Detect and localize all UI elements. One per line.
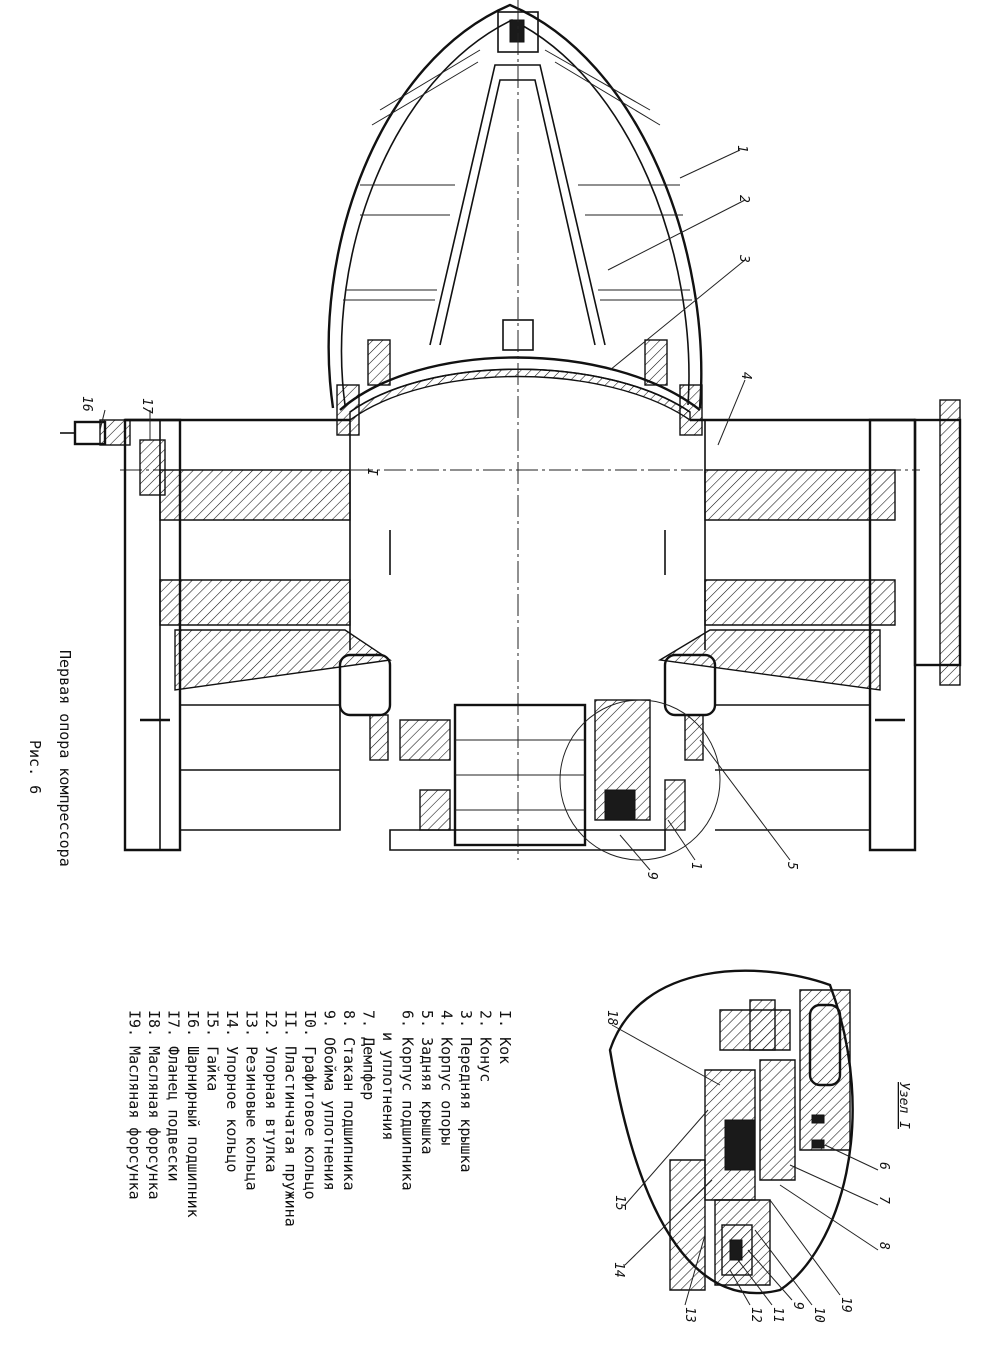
detail-circle bbox=[559, 699, 721, 861]
section-mark: I bbox=[364, 468, 379, 476]
nose-cone bbox=[327, 3, 703, 436]
legend-item: I7. Фланец подвески bbox=[165, 1010, 183, 1182]
legend-item: II. Пластинчатая пружина bbox=[282, 1010, 300, 1227]
detail-title: Узел I bbox=[896, 1082, 911, 1129]
legend-item: 6. Корпус подшипника bbox=[399, 1010, 417, 1191]
legend-item: I3. Резиновые кольца bbox=[243, 1010, 261, 1191]
detail-callout-8: 8 bbox=[876, 1242, 891, 1250]
legend-item: и уплотнения bbox=[379, 1032, 397, 1140]
legend-item: 9. Обойма уплотнения bbox=[321, 1010, 339, 1191]
callout-17: 17 bbox=[139, 398, 154, 414]
legend-item: 4. Корпус опоры bbox=[438, 1010, 456, 1145]
figure-number: Рис. 6 bbox=[26, 740, 44, 794]
legend-item: I. Кок bbox=[496, 1010, 514, 1064]
legend-item: 8. Стакан подшипника bbox=[340, 1010, 358, 1191]
main-leaders bbox=[99, 149, 791, 871]
legend-item: I2. Упорная втулка bbox=[262, 1010, 280, 1173]
legend-item: 2. Конус bbox=[477, 1010, 495, 1082]
legend-item: I0. Графитовое кольцо bbox=[301, 1010, 319, 1200]
detail-callout-18: 18 bbox=[604, 1010, 619, 1026]
callout-5: 5 bbox=[784, 862, 799, 870]
bearing-region bbox=[389, 699, 721, 861]
detail-callout-15: 15 bbox=[612, 1195, 627, 1211]
detail-callout-14: 14 bbox=[611, 1262, 626, 1278]
callout-1: 1 bbox=[734, 145, 749, 153]
detail-callout-7: 7 bbox=[876, 1196, 891, 1204]
detail-callout-6: 6 bbox=[876, 1162, 891, 1170]
legend-item: I8. Масляная форсунка bbox=[145, 1010, 163, 1200]
legend-item: 3. Передняя крышка bbox=[457, 1010, 475, 1173]
legend-item: I9. Масляная форсунка bbox=[126, 1010, 144, 1200]
detail-callout-13: 13 bbox=[682, 1307, 697, 1323]
callout-1b: 1 bbox=[688, 862, 703, 870]
detail-callout-10: 10 bbox=[811, 1307, 826, 1323]
detail-view: Узел I 18 6 7 8 bbox=[604, 969, 911, 1323]
legend-item: 7. Демпфер bbox=[360, 1010, 378, 1100]
figure-title: Первая опора компрессора bbox=[56, 650, 74, 867]
callout-3: 3 bbox=[736, 254, 751, 263]
main-assembly-drawing: 1 2 3 4 5 1 9 16 17 I bbox=[60, 0, 962, 880]
detail-callout-12: 12 bbox=[748, 1307, 763, 1323]
detail-callout-9: 9 bbox=[790, 1302, 805, 1310]
detail-callout-11: 11 bbox=[770, 1307, 785, 1323]
legend-item: I6. Шарнирный подшипник bbox=[184, 1010, 202, 1218]
legend-item: I4. Упорное кольцо bbox=[223, 1010, 241, 1173]
detail-callout-19: 19 bbox=[838, 1297, 853, 1313]
callout-9: 9 bbox=[644, 872, 659, 880]
callout-16: 16 bbox=[79, 396, 94, 412]
figure-caption: Первая опора компрессора Рис. 6 bbox=[26, 650, 74, 867]
callout-4: 4 bbox=[738, 372, 753, 380]
legend-item: I5. Гайка bbox=[204, 1010, 222, 1091]
suspension-flange bbox=[60, 419, 166, 496]
support-housing bbox=[123, 399, 962, 852]
callout-2: 2 bbox=[736, 195, 751, 203]
legend-item: 5. Задняя крышка bbox=[418, 1010, 436, 1155]
detail-leaders bbox=[611, 1024, 879, 1306]
